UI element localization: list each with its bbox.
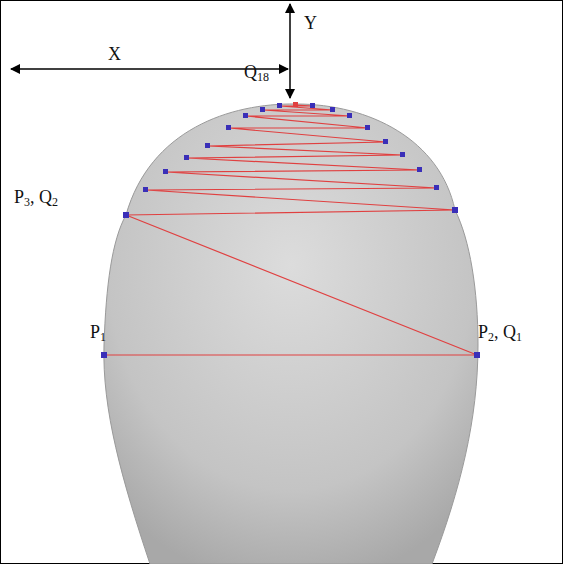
point-label: P2, Q1 [478,323,522,341]
point-label: P3, Q2 [14,188,58,206]
dimension-label: X [108,45,121,63]
dimension-label: Y [304,14,317,32]
point-label: Q18 [244,63,269,81]
point-label: P1 [90,323,106,341]
